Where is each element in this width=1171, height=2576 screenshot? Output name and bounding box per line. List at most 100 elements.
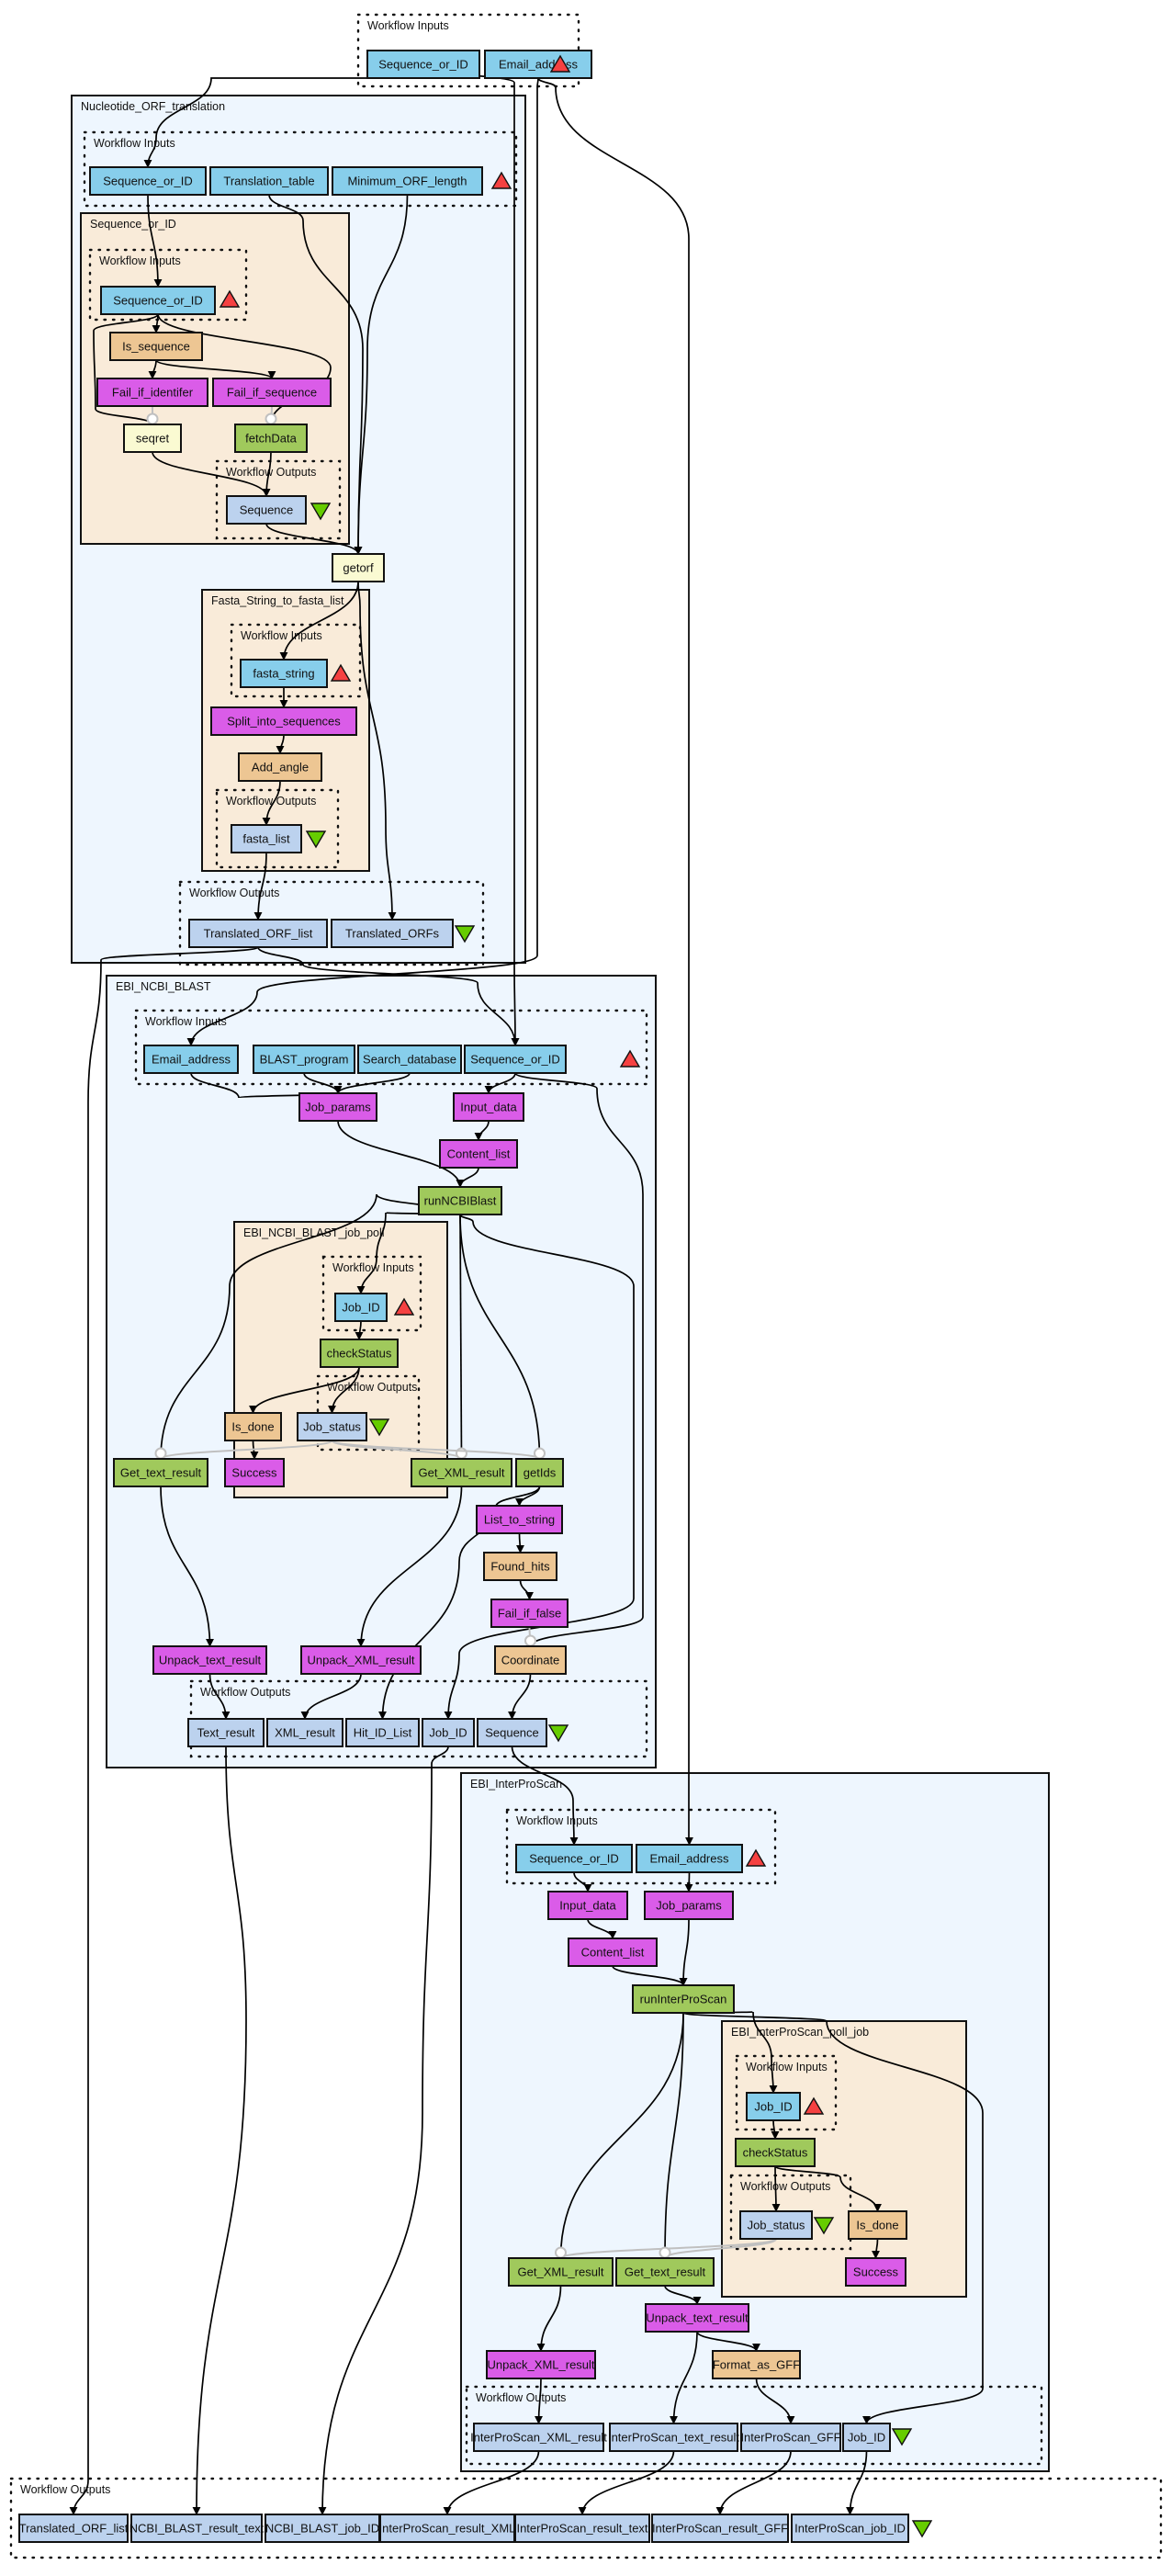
node-input-email-address[interactable]: Email_address (636, 1844, 743, 1873)
node-localworker-found-hits[interactable]: Found_hits (483, 1552, 557, 1581)
node-output-interproscan-gff[interactable]: InterProScan_GFF (740, 2423, 841, 2452)
node-label: Hit_ID_List (354, 1726, 412, 1740)
node-beanshell-job-params[interactable]: Job_params (298, 1092, 377, 1122)
node-wsdl-fetchdata[interactable]: fetchData (234, 424, 308, 453)
node-input-email-address[interactable]: Email_address (484, 50, 592, 79)
node-wsdl-runinterproscan[interactable]: runInterProScan (632, 1984, 735, 2014)
input-port-triangle-icon (219, 289, 241, 308)
data-link-seqret-to-sq-out (152, 451, 271, 497)
node-wsdl-runncbiblast[interactable]: runNCBIBlast (418, 1186, 502, 1215)
node-beanshell-unpack-xml-result[interactable]: Unpack_XML_result (300, 1645, 422, 1675)
node-localworker-is-sequence[interactable]: Is_sequence (109, 332, 203, 361)
data-link-i-unpacktext-to-i-out-text (670, 2331, 698, 2424)
node-wsdl-get-xml-result[interactable]: Get_XML_result (508, 2257, 614, 2287)
node-wsdl-get-text-result[interactable]: Get_text_result (615, 2257, 715, 2287)
node-beanshell-success[interactable]: Success (845, 2257, 906, 2287)
node-label: Sequence (240, 503, 294, 517)
node-beanshell-unpack-text-result[interactable]: Unpack_text_result (645, 2303, 749, 2333)
node-tool-seqret[interactable]: seqret (123, 424, 182, 453)
node-input-search-database[interactable]: Search_database (357, 1045, 462, 1074)
node-localworker-is-done[interactable]: Is_done (224, 1412, 282, 1441)
data-link-i-unpackxml-to-i-out-xml (535, 2378, 544, 2424)
node-localworker-is-done[interactable]: Is_done (848, 2210, 907, 2240)
node-output-job-id[interactable]: Job_ID (842, 2423, 891, 2452)
cluster-label: Workflow Inputs (145, 1015, 227, 1028)
node-label: runInterProScan (640, 1993, 727, 2006)
node-input-sequence-or-id[interactable]: Sequence_or_ID (464, 1045, 567, 1074)
node-beanshell-success[interactable]: Success (224, 1458, 285, 1487)
node-label: Input_data (559, 1899, 616, 1913)
node-localworker-add-angle[interactable]: Add_angle (238, 752, 322, 782)
node-input-sequence-or-id[interactable]: Sequence_or_ID (89, 166, 207, 196)
output-port-triangle-icon (891, 2428, 913, 2446)
node-output-translated-orf-list[interactable]: Translated_ORF_list (188, 919, 328, 948)
node-localworker-format-as-gff[interactable]: Format_as_GFF (712, 2350, 801, 2379)
node-beanshell-unpack-xml-result[interactable]: Unpack_XML_result (486, 2350, 596, 2379)
node-input-sequence-or-id[interactable]: Sequence_or_ID (515, 1844, 633, 1873)
node-output-job-status[interactable]: Job_status (739, 2210, 813, 2240)
node-input-sequence-or-id[interactable]: Sequence_or_ID (100, 286, 216, 315)
node-output-translated-orf-list[interactable]: Translated_ORF_list (18, 2514, 129, 2543)
node-beanshell-list-to-string[interactable]: List_to_string (476, 1505, 563, 1534)
node-label: fetchData (245, 432, 297, 446)
data-link-b-in-seq-to-b-coord (514, 1072, 644, 1647)
node-beanshell-fail-if-false[interactable]: Fail_if_false (490, 1599, 569, 1628)
node-input-sequence-or-id[interactable]: Sequence_or_ID (366, 50, 480, 79)
node-beanshell-content-list[interactable]: Content_list (568, 1938, 658, 1967)
output-port-triangle-icon (547, 1724, 569, 1743)
node-output-sequence[interactable]: Sequence (226, 495, 307, 525)
node-beanshell-unpack-text-result[interactable]: Unpack_text_result (152, 1645, 267, 1675)
node-wsdl-checkstatus[interactable]: checkStatus (735, 2138, 816, 2167)
node-input-minimum-orf-length[interactable]: Minimum_ORF_length (332, 166, 483, 196)
node-input-job-id[interactable]: Job_ID (746, 2092, 801, 2121)
input-port-triangle-icon (619, 1049, 641, 1068)
node-beanshell-job-params[interactable]: Job_params (644, 1891, 734, 1920)
node-beanshell-split-into-sequences[interactable]: Split_into_sequences (210, 706, 357, 736)
node-output-interproscan-result-xml[interactable]: InterProScan_result_XML (379, 2514, 516, 2543)
node-localworker-coordinate[interactable]: Coordinate (494, 1645, 567, 1675)
output-port-triangle-icon (368, 1418, 390, 1437)
node-beanshell-content-list[interactable]: Content_list (439, 1139, 518, 1169)
node-output-interproscan-xml-result[interactable]: InterProScan_XML_result (470, 2423, 607, 2452)
node-wsdl-checkstatus[interactable]: checkStatus (320, 1339, 399, 1368)
node-output-ncbi-blast-job-id[interactable]: NCBI_BLAST_job_ID (265, 2514, 380, 2543)
node-output-fasta-list[interactable]: fasta_list (231, 824, 302, 853)
data-link-is-seq-to-fail-seq (155, 359, 276, 379)
node-input-translation-table[interactable]: Translation_table (209, 166, 329, 196)
data-link-b-jobparams-to-b-run (337, 1120, 465, 1188)
node-label: InterProScan_result_text (516, 2522, 647, 2536)
node-wsdl-getids[interactable]: getIds (515, 1458, 564, 1487)
node-beanshell-fail-if-sequence[interactable]: Fail_if_sequence (212, 378, 332, 407)
node-output-text-result[interactable]: Text_result (187, 1718, 265, 1747)
node-input-email-address[interactable]: Email_address (143, 1045, 239, 1074)
cluster-label: Sequence_or_ID (90, 218, 176, 231)
output-port-triangle-icon (454, 925, 476, 943)
node-output-job-status[interactable]: Job_status (297, 1412, 367, 1441)
node-output-sequence[interactable]: Sequence (477, 1718, 547, 1747)
node-tool-getorf[interactable]: getorf (332, 553, 385, 582)
node-wsdl-get-text-result[interactable]: Get_text_result (113, 1458, 208, 1487)
node-output-hit-id-list[interactable]: Hit_ID_List (345, 1718, 420, 1747)
data-link-b-run-to-b-gettext (156, 1193, 461, 1460)
node-output-interproscan-text-result[interactable]: InterProScan_text_result (608, 2423, 739, 2452)
node-beanshell-input-data[interactable]: Input_data (453, 1092, 524, 1122)
node-label: Sequence_or_ID (470, 1053, 560, 1067)
data-link-getorf-to-nuc-out-orfs (357, 581, 397, 921)
node-output-job-id[interactable]: Job_ID (422, 1718, 475, 1747)
node-wsdl-get-xml-result[interactable]: Get_XML_result (411, 1458, 512, 1487)
node-beanshell-input-data[interactable]: Input_data (547, 1891, 628, 1920)
node-label: Minimum_ORF_length (347, 175, 467, 188)
node-output-xml-result[interactable]: XML_result (266, 1718, 343, 1747)
node-input-job-id[interactable]: Job_ID (334, 1293, 388, 1322)
node-label: Format_as_GFF (713, 2358, 800, 2372)
node-input-fasta-string[interactable]: fasta_string (240, 659, 328, 688)
node-output-ncbi-blast-result-text[interactable]: NCBI_BLAST_result_text (129, 2514, 265, 2543)
data-link-i-gff-to-i-out-gff (755, 2378, 795, 2424)
node-output-interproscan-job-id[interactable]: InterProScan_job_ID (791, 2514, 909, 2543)
node-output-interproscan-result-gff[interactable]: InterProScan_result_GFF (651, 2514, 789, 2543)
control-link-circle-icon (265, 412, 277, 425)
node-output-interproscan-result-text[interactable]: InterProScan_result_text (514, 2514, 650, 2543)
node-beanshell-fail-if-identifer[interactable]: Fail_if_identifer (96, 378, 208, 407)
node-input-blast-program[interactable]: BLAST_program (253, 1045, 355, 1074)
node-output-translated-orfs[interactable]: Translated_ORFs (331, 919, 454, 948)
